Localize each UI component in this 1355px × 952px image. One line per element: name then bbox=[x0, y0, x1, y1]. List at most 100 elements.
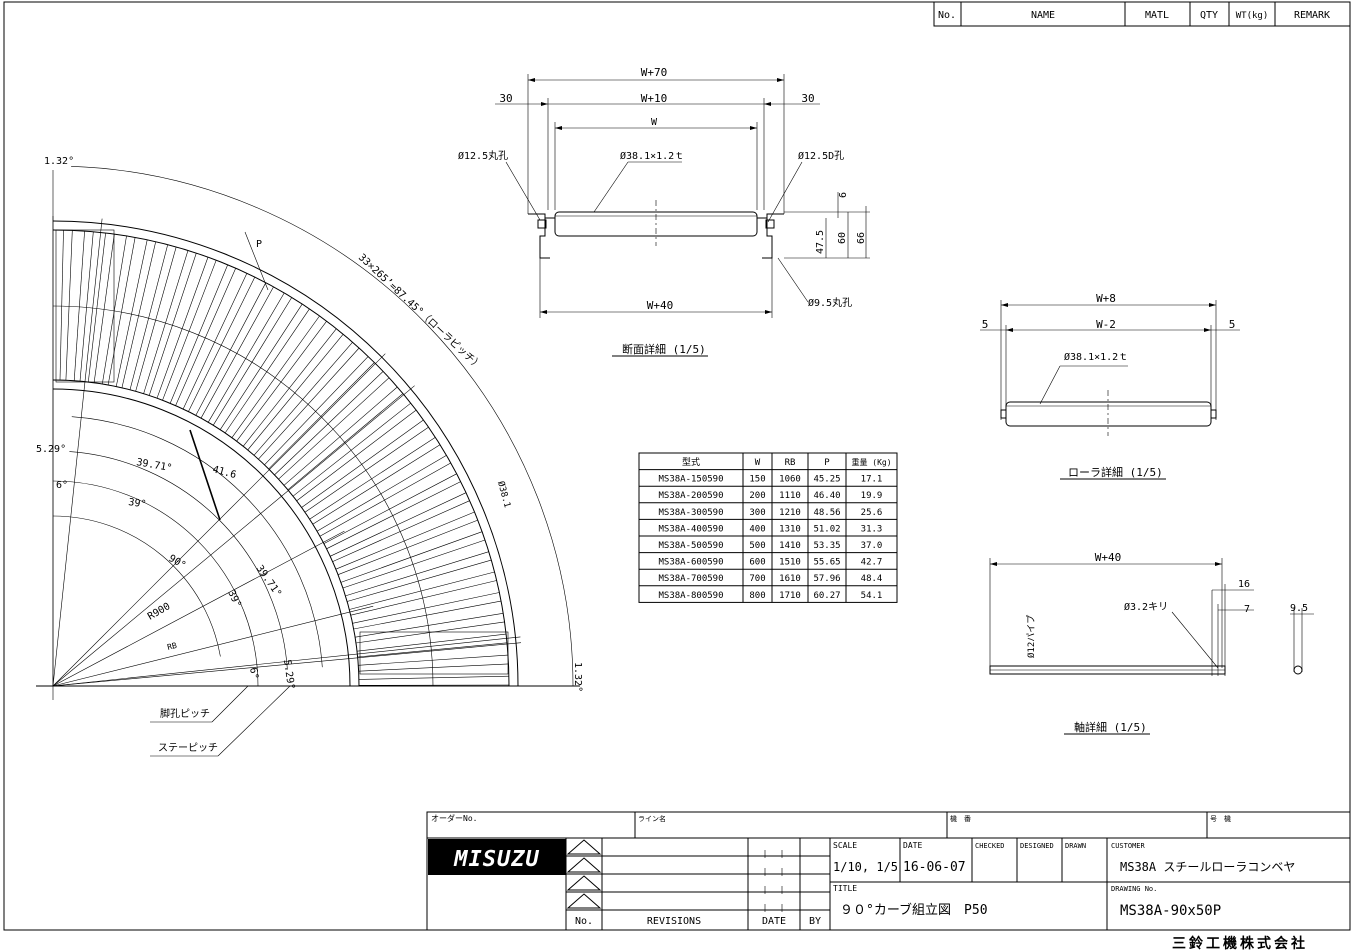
table-cell: 1710 bbox=[779, 591, 801, 601]
table-cell: 46.40 bbox=[813, 491, 840, 501]
leader-stay-pitch bbox=[217, 685, 291, 757]
angle-6: 6° bbox=[56, 480, 68, 491]
table-cell: 54.1 bbox=[861, 591, 883, 601]
table-header-cell: W bbox=[755, 458, 761, 468]
table-header-cell: 重量 (Kg) bbox=[851, 457, 891, 467]
roller-caption: ローラ詳細 (1/5) bbox=[1068, 465, 1163, 479]
roller-line bbox=[337, 519, 478, 575]
roller-line bbox=[358, 654, 509, 666]
roller-line bbox=[268, 362, 375, 470]
table-cell: MS38A-800590 bbox=[658, 591, 723, 601]
dim-arc-outer bbox=[71, 166, 574, 687]
pitch-p-label: P bbox=[256, 239, 262, 250]
roller-line bbox=[253, 342, 353, 456]
table-cell: MS38A-500590 bbox=[658, 541, 723, 551]
table-cell: 300 bbox=[749, 508, 765, 518]
table-cell: 25.6 bbox=[861, 508, 883, 518]
roller-line bbox=[352, 592, 500, 624]
table-cell: 600 bbox=[749, 558, 765, 568]
drawing-no-value: MS38A-90x50P bbox=[1120, 903, 1221, 919]
roller-line bbox=[107, 237, 136, 386]
parts-col-no: No. bbox=[938, 10, 956, 21]
roller-line bbox=[349, 571, 495, 610]
table-cell: MS38A-200590 bbox=[658, 491, 723, 501]
roller-line bbox=[296, 409, 417, 502]
scale-label: SCALE bbox=[833, 841, 857, 850]
rev-by-header: BY bbox=[809, 916, 821, 927]
table-cell: 57.96 bbox=[813, 574, 840, 584]
roller-line bbox=[358, 675, 509, 680]
table-cell: MS38A-600590 bbox=[658, 558, 723, 568]
roller-line bbox=[73, 231, 85, 381]
angle-5-29: 5.29° bbox=[36, 444, 66, 455]
section-detail: W+70 30 W+10 30 W W+40 6 47.5 60 66 bbox=[458, 66, 870, 357]
sec-roller: Ø38.1×1.2ｔ bbox=[620, 150, 684, 162]
roller-line bbox=[355, 613, 504, 638]
dim-41-6: 41.6 bbox=[211, 464, 237, 481]
roller-line bbox=[236, 321, 327, 442]
sec-h6: 6 bbox=[838, 192, 849, 198]
table-cell: 500 bbox=[749, 541, 765, 551]
roller-line bbox=[332, 500, 470, 562]
roller-line bbox=[156, 256, 209, 399]
table-cell: 31.3 bbox=[861, 524, 883, 534]
shaft-d9-5: 9.5 bbox=[1290, 603, 1308, 614]
angle-6-b: 6° bbox=[247, 667, 260, 681]
roller-line bbox=[319, 462, 451, 537]
date-label: DATE bbox=[903, 841, 922, 850]
shaft-d16: 16 bbox=[1238, 579, 1250, 590]
angle-1-32-b: 1.32° bbox=[572, 662, 583, 692]
curve-geometry bbox=[36, 166, 580, 757]
roller-line bbox=[115, 239, 148, 387]
roller-line bbox=[224, 308, 310, 434]
scale-value: 1/10, 1/5 bbox=[833, 860, 898, 874]
table-cell: 1410 bbox=[779, 541, 801, 551]
angle-ray bbox=[52, 642, 522, 687]
angle-ray bbox=[52, 530, 345, 687]
angle-39: 39° bbox=[128, 497, 147, 510]
end-roller-block-top bbox=[55, 229, 115, 383]
sec-caption: 断面詳細 (1/5) bbox=[622, 342, 706, 356]
line-name-label: ライン名 bbox=[638, 814, 666, 823]
roller-line bbox=[301, 419, 424, 508]
table-cell: 42.7 bbox=[861, 558, 883, 568]
table-cell: 37.0 bbox=[861, 541, 883, 551]
roller-dim-5-left: 5 bbox=[982, 318, 989, 331]
roller-line bbox=[345, 551, 489, 597]
roller-line bbox=[65, 230, 73, 381]
roller-line bbox=[287, 393, 404, 491]
sec-dim-w: W bbox=[651, 117, 658, 128]
date-value: 16-06-07 bbox=[903, 860, 966, 875]
roller-line bbox=[207, 292, 285, 423]
roller-line bbox=[121, 241, 156, 388]
rev-date-header: DATE bbox=[762, 916, 786, 927]
shaft-d7: 7 bbox=[1244, 604, 1250, 615]
angle-39-b: 39° bbox=[225, 589, 243, 610]
roller-detail: W+8 5 W-2 5 Ø38.1×1.2ｔ ローラ詳細 (1/5) bbox=[980, 292, 1240, 480]
roller-line bbox=[304, 426, 429, 513]
roller-dim-w8: W+8 bbox=[1096, 292, 1116, 305]
roller-line bbox=[59, 230, 64, 381]
table-cell: MS38A-700590 bbox=[658, 574, 723, 584]
table-cell: MS38A-400590 bbox=[658, 524, 723, 534]
roller-line bbox=[357, 642, 508, 658]
shaft-detail: W+40 16 7 Ø3.2キリ Ø12パイプ 9.5 軸詳細 (1/5) bbox=[989, 551, 1314, 735]
sec-h47-5: 47.5 bbox=[815, 230, 826, 254]
table-border bbox=[638, 452, 898, 603]
angle-ray bbox=[52, 605, 374, 687]
roller-line bbox=[242, 328, 337, 447]
roller-detail-dia: Ø38.1×1.2ｔ bbox=[1064, 351, 1128, 363]
angle-39-71: 39.71° bbox=[135, 457, 172, 474]
roller-line bbox=[93, 234, 115, 383]
drawing-no-label: DRAWING No. bbox=[1111, 885, 1157, 893]
roller-dim-5-right: 5 bbox=[1229, 318, 1236, 331]
shaft-dim-w40: W+40 bbox=[1095, 551, 1122, 564]
table-cell: 48.56 bbox=[813, 508, 840, 518]
roller-line bbox=[329, 492, 467, 557]
table-cell: 1310 bbox=[779, 524, 801, 534]
roller-line bbox=[316, 455, 447, 532]
parts-col-matl: MATL bbox=[1145, 10, 1169, 21]
roller-line bbox=[219, 303, 303, 430]
roller-line bbox=[135, 246, 177, 392]
table-cell: MS38A-300590 bbox=[658, 508, 723, 518]
